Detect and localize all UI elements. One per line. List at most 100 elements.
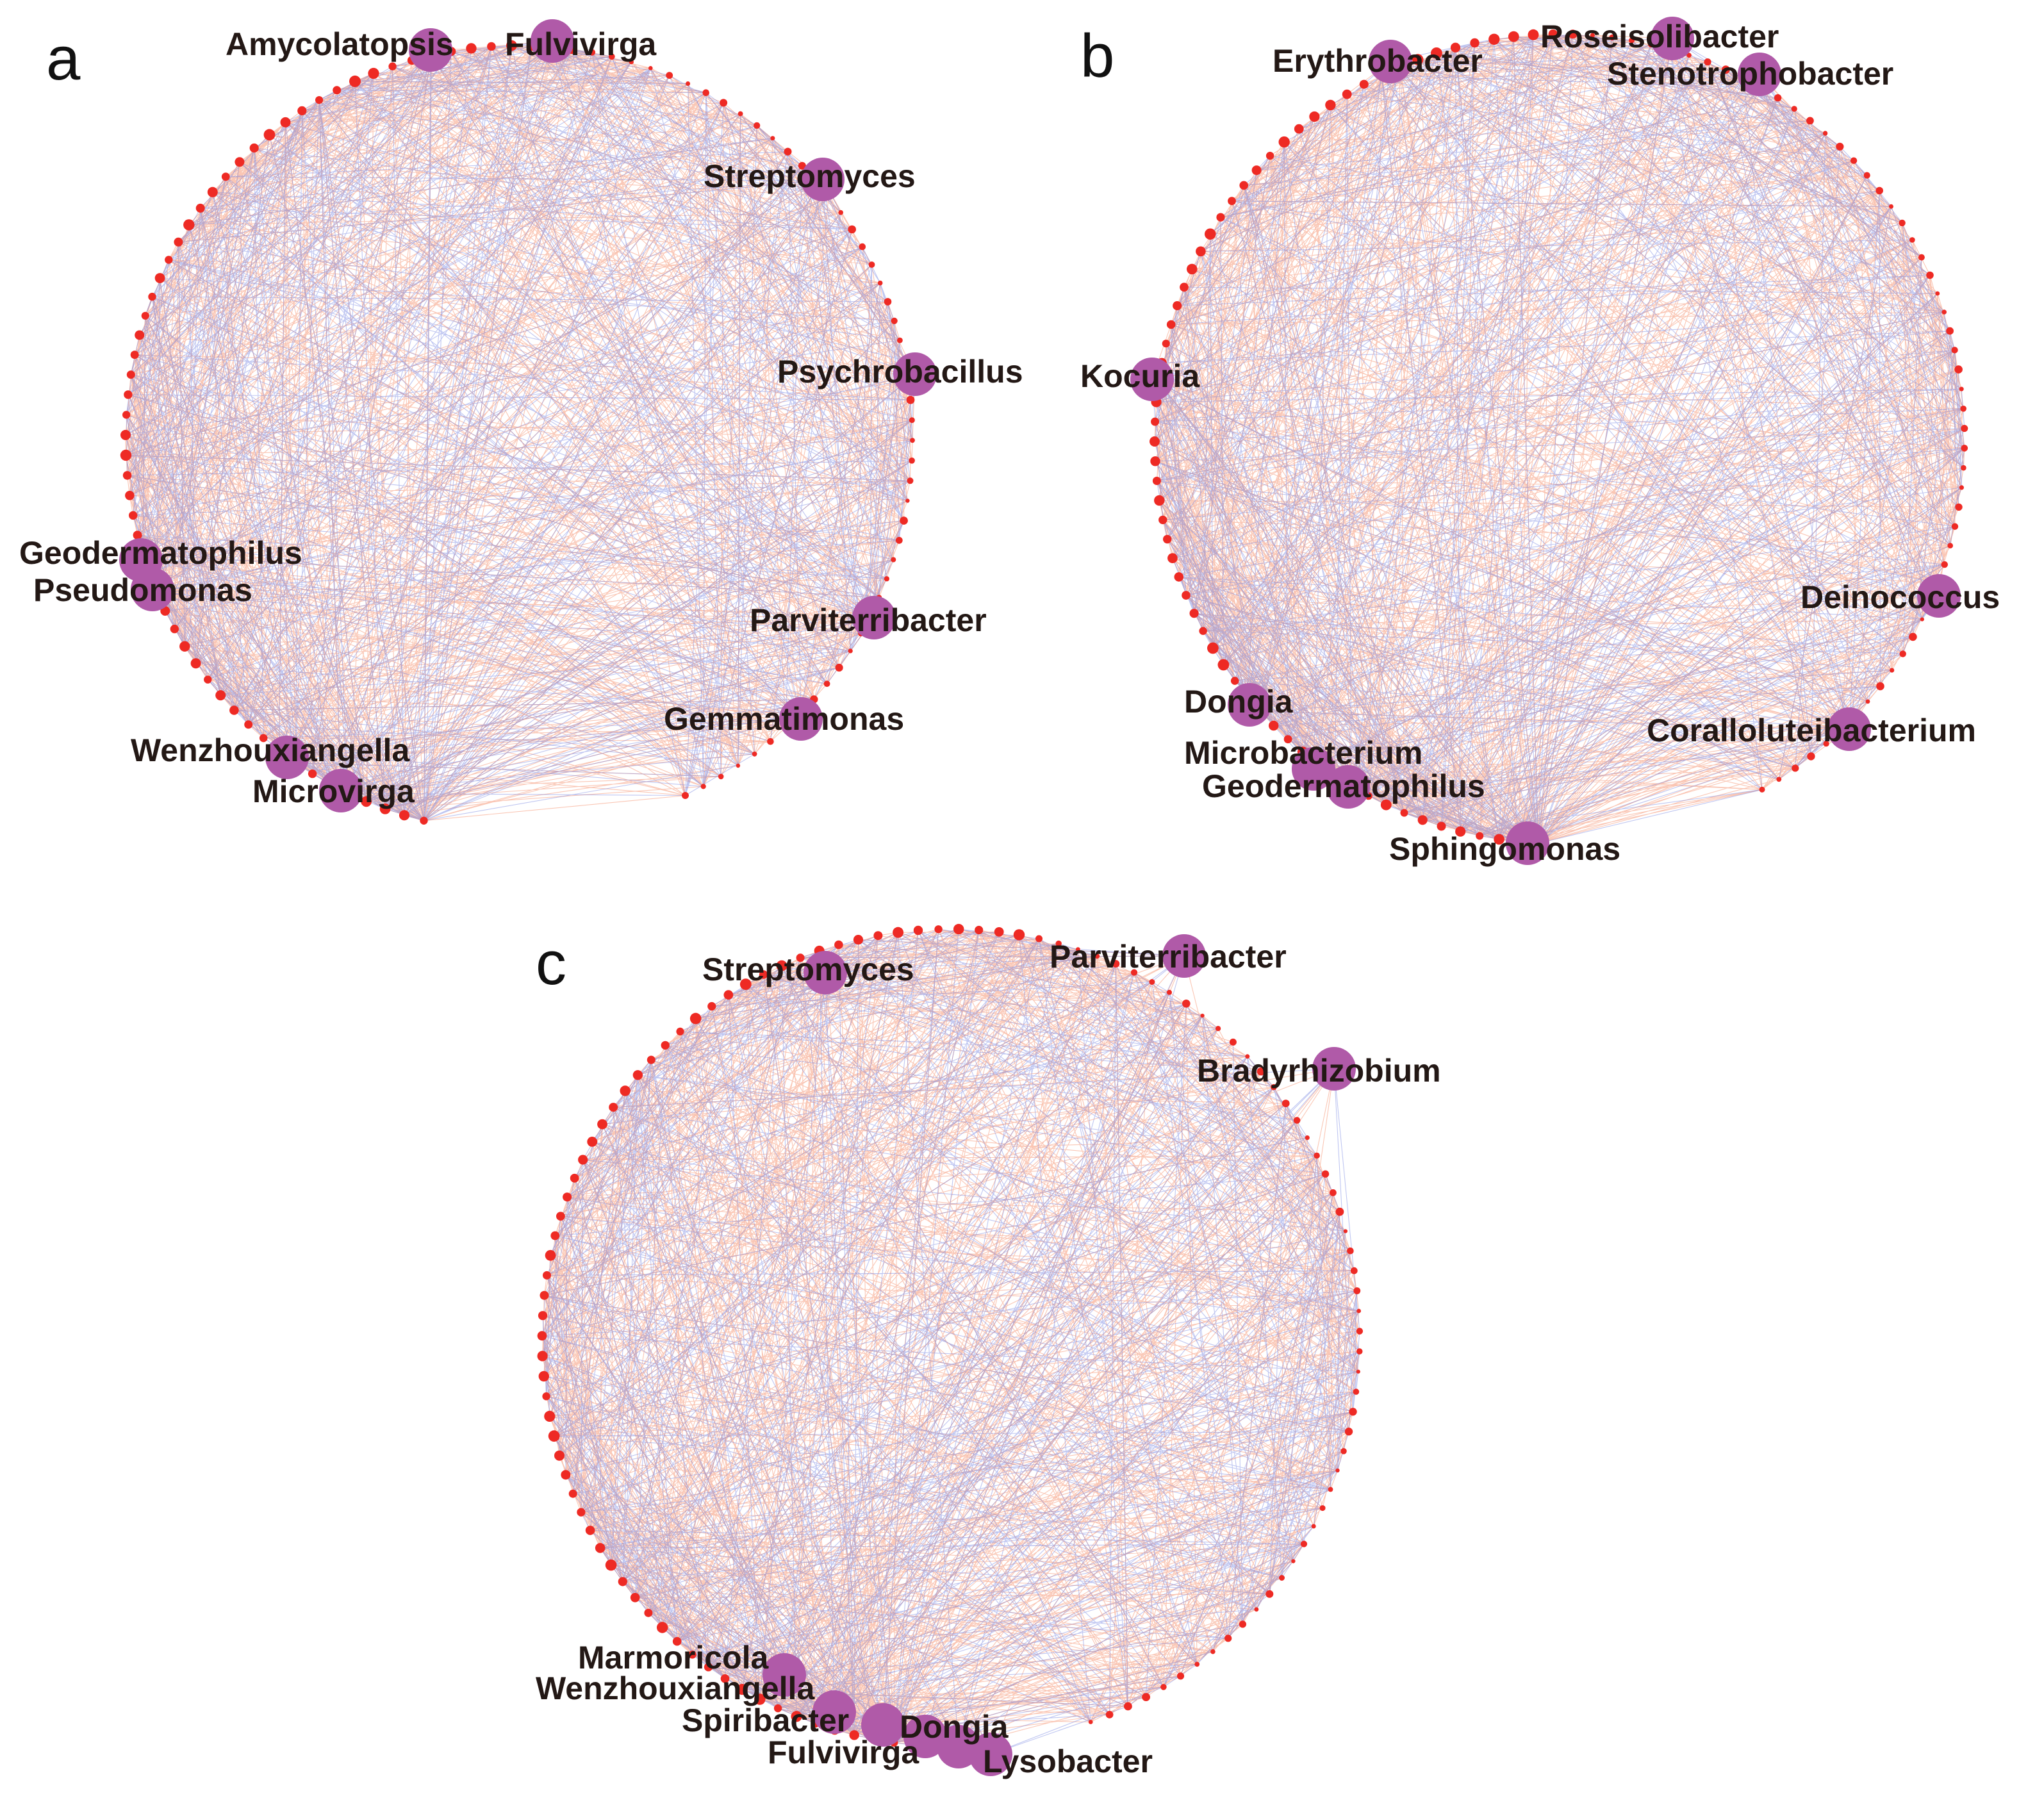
small-node bbox=[125, 491, 135, 500]
small-node bbox=[1257, 1067, 1265, 1076]
small-node bbox=[542, 1392, 550, 1401]
small-node bbox=[834, 940, 843, 950]
small-node bbox=[126, 370, 135, 379]
hub-node bbox=[531, 19, 574, 63]
small-node bbox=[229, 705, 239, 715]
hub-label: Pseudomonas bbox=[33, 572, 252, 608]
small-node bbox=[644, 1608, 653, 1617]
hub-node bbox=[319, 769, 363, 812]
hub-label: Amycolatopsis bbox=[226, 26, 454, 62]
small-node bbox=[130, 350, 139, 359]
hub-node bbox=[1651, 17, 1694, 60]
small-node bbox=[1340, 1448, 1347, 1454]
hub-node bbox=[903, 1715, 947, 1758]
small-node bbox=[561, 1470, 571, 1480]
small-node bbox=[1162, 340, 1170, 348]
small-node bbox=[1488, 33, 1500, 45]
small-node bbox=[120, 429, 131, 440]
hub-label: Marmoricola bbox=[578, 1640, 770, 1676]
small-node bbox=[1239, 181, 1248, 190]
hub-label: Kocuria bbox=[1080, 358, 1200, 394]
small-node bbox=[759, 970, 768, 979]
hub-node bbox=[893, 352, 937, 396]
small-node bbox=[174, 237, 183, 247]
small-node bbox=[1151, 417, 1160, 426]
small-node bbox=[1291, 1559, 1296, 1563]
small-node bbox=[1412, 54, 1424, 65]
small-node bbox=[767, 737, 774, 745]
small-node bbox=[1205, 228, 1216, 240]
small-node bbox=[1955, 503, 1963, 511]
small-node bbox=[1528, 29, 1539, 40]
small-node bbox=[122, 411, 131, 419]
small-node bbox=[1150, 456, 1160, 466]
small-node bbox=[1254, 1607, 1259, 1612]
small-node bbox=[1105, 1711, 1114, 1718]
small-node bbox=[630, 1593, 640, 1602]
small-node bbox=[1508, 31, 1519, 42]
small-node bbox=[1251, 165, 1262, 176]
small-node bbox=[1704, 58, 1711, 66]
hub-label: Microbacterium bbox=[1184, 735, 1422, 771]
small-node bbox=[848, 225, 856, 234]
small-node bbox=[179, 641, 190, 652]
small-node bbox=[120, 449, 132, 461]
small-node bbox=[235, 157, 245, 167]
small-node bbox=[736, 1684, 748, 1695]
small-node bbox=[1230, 677, 1239, 685]
small-node bbox=[379, 803, 391, 814]
small-node bbox=[1189, 609, 1199, 618]
small-node bbox=[791, 1711, 802, 1722]
small-node bbox=[657, 1622, 668, 1633]
small-node bbox=[868, 261, 875, 268]
small-node bbox=[1941, 561, 1948, 568]
small-node bbox=[349, 75, 361, 87]
small-node bbox=[563, 1192, 572, 1202]
small-node bbox=[388, 62, 397, 70]
small-node bbox=[1149, 979, 1155, 985]
hub-node bbox=[1506, 821, 1549, 865]
small-node bbox=[823, 680, 830, 688]
small-node bbox=[1314, 1152, 1320, 1159]
small-node bbox=[577, 1508, 586, 1517]
small-node bbox=[249, 143, 259, 153]
small-node bbox=[259, 734, 268, 743]
small-node bbox=[909, 457, 915, 464]
small-node bbox=[1278, 136, 1290, 148]
hub-nodes-layer bbox=[119, 19, 937, 812]
panel-letter-b: b bbox=[1080, 22, 1114, 90]
small-node bbox=[133, 531, 142, 540]
small-node bbox=[608, 53, 615, 60]
small-node bbox=[605, 1559, 617, 1571]
small-node bbox=[122, 471, 132, 480]
negative-edges bbox=[125, 40, 916, 821]
small-node bbox=[195, 203, 205, 213]
small-node bbox=[718, 773, 724, 780]
small-node bbox=[548, 1430, 560, 1442]
small-node bbox=[588, 49, 596, 56]
small-node bbox=[1350, 1267, 1358, 1274]
small-node bbox=[1167, 989, 1172, 995]
small-node bbox=[909, 417, 915, 424]
hub-node bbox=[779, 697, 823, 741]
small-node bbox=[506, 40, 517, 51]
small-node bbox=[1160, 1684, 1167, 1690]
small-node bbox=[1776, 777, 1782, 782]
small-node bbox=[1305, 1135, 1310, 1141]
small-node bbox=[1951, 347, 1958, 354]
small-node bbox=[1959, 485, 1964, 490]
hub-label: Coralloluteibacterium bbox=[1647, 713, 1976, 748]
small-node bbox=[796, 953, 805, 962]
small-node bbox=[124, 390, 133, 399]
small-node bbox=[884, 298, 892, 306]
hub-label: Geodermatophilus bbox=[19, 535, 302, 571]
small-node bbox=[1094, 953, 1100, 959]
small-node bbox=[838, 210, 843, 215]
small-node bbox=[1722, 65, 1730, 74]
hub-label: Gemmatimonas bbox=[664, 701, 904, 737]
small-node bbox=[686, 81, 691, 86]
small-node bbox=[1088, 1720, 1093, 1724]
small-node bbox=[1210, 1649, 1216, 1654]
small-node bbox=[1229, 1038, 1237, 1046]
small-node bbox=[736, 763, 741, 768]
